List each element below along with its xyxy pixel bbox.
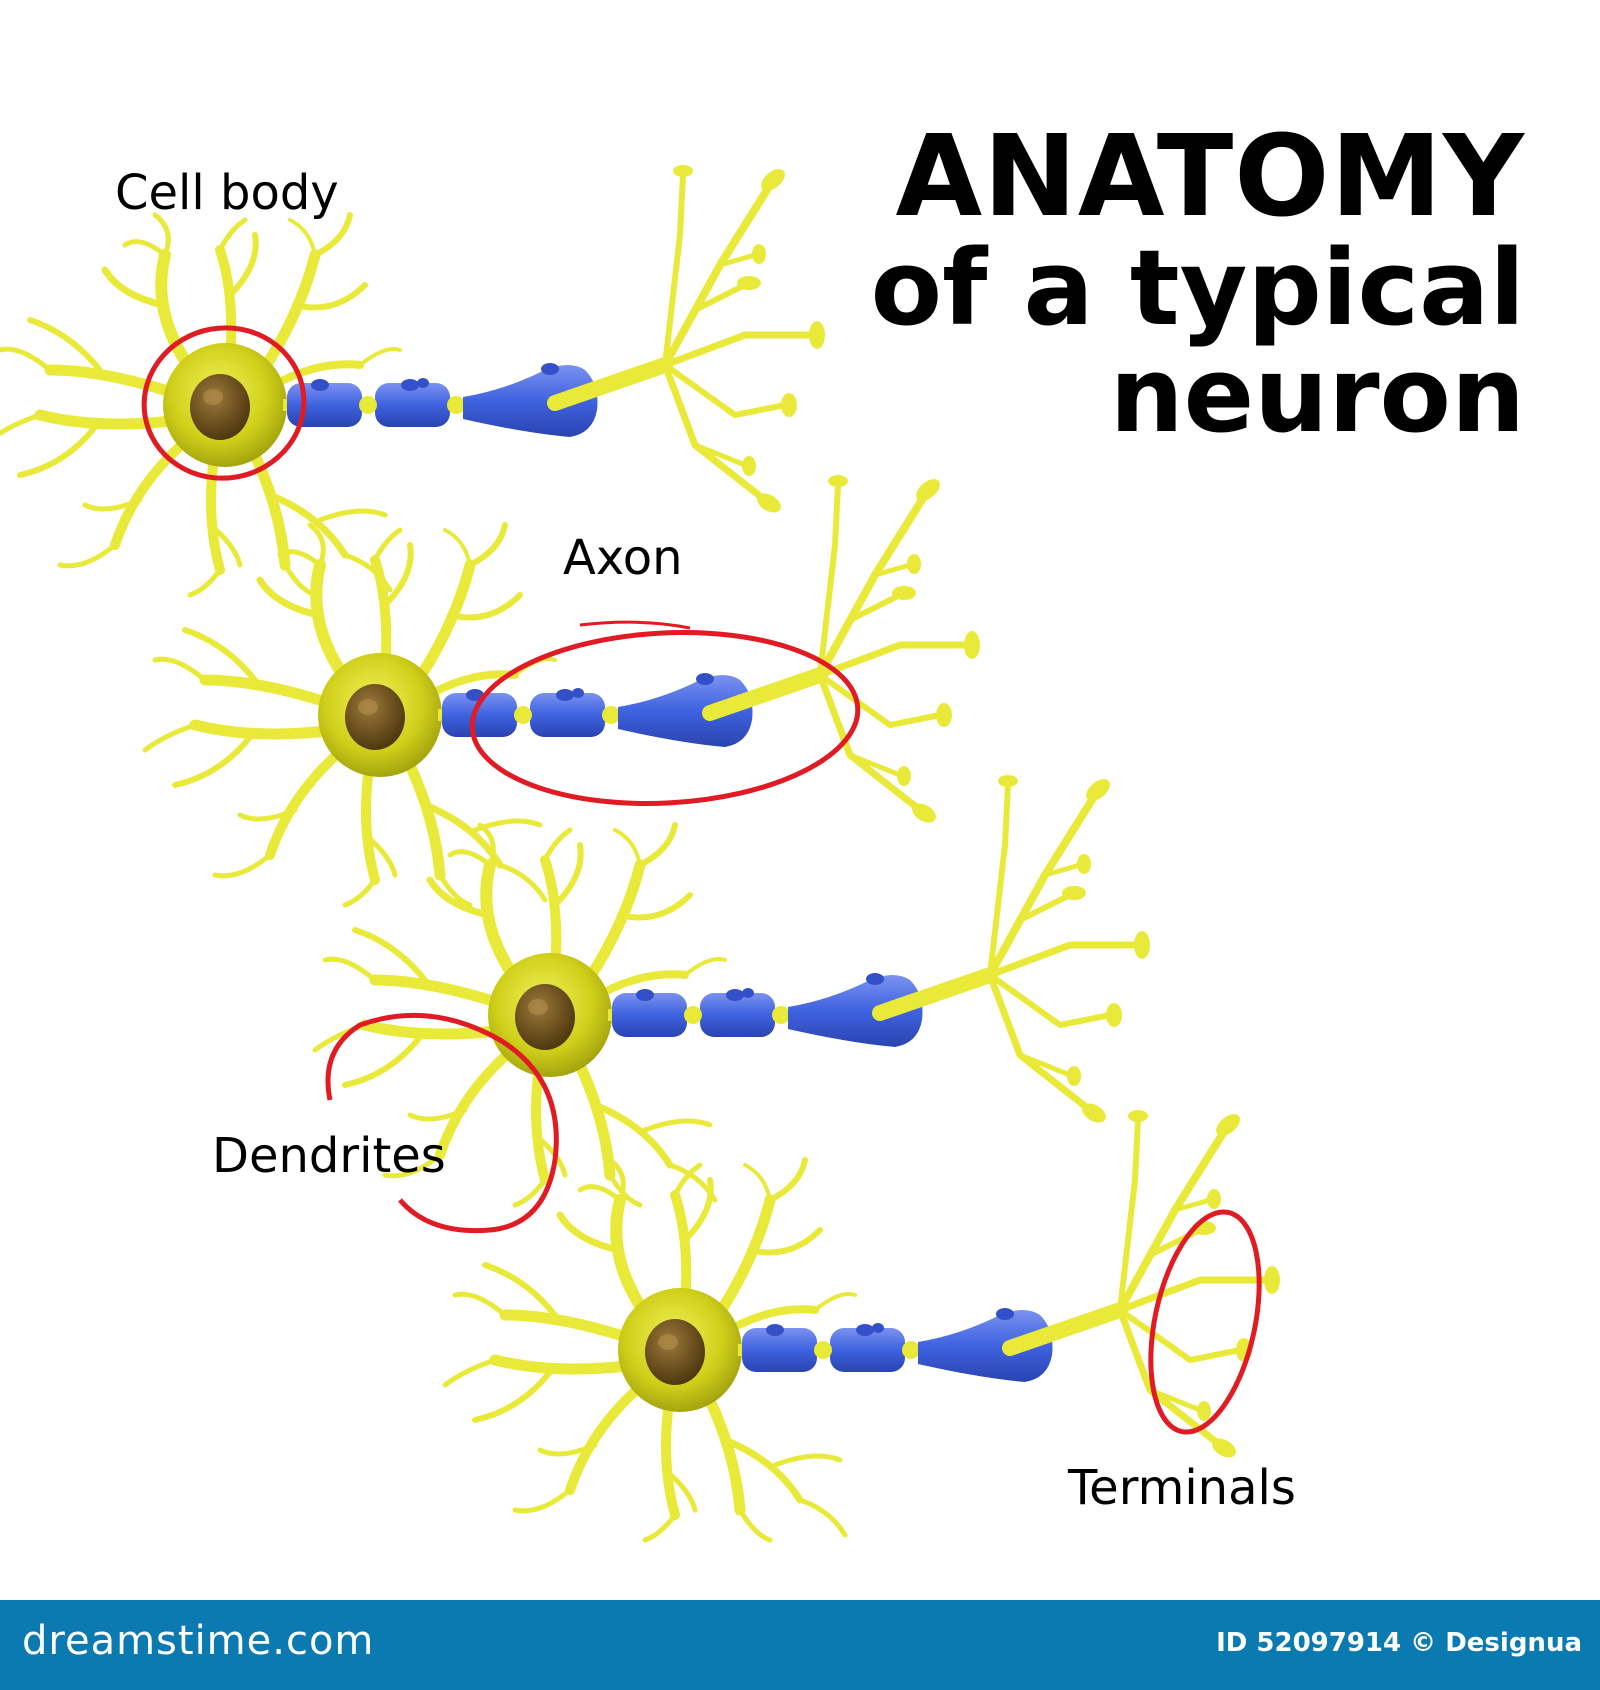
terminals-highlight bbox=[1148, 1209, 1262, 1435]
label-cell-body: Cell body bbox=[115, 165, 339, 221]
label-axon: Axon bbox=[563, 530, 683, 586]
footer-bar: dreamstime.com ID 52097914 © Designua bbox=[0, 1600, 1600, 1690]
dendrites-highlight bbox=[325, 1012, 559, 1234]
label-terminals: Terminals bbox=[1068, 1460, 1296, 1516]
title-line-3: neuron bbox=[1109, 334, 1525, 457]
neuron-diagram bbox=[0, 0, 1600, 1600]
axon-highlight bbox=[469, 630, 861, 806]
label-dendrites: Dendrites bbox=[212, 1128, 446, 1184]
page-title: ANATOMY of a typical neuron bbox=[870, 112, 1525, 457]
title-line-1: ANATOMY bbox=[895, 112, 1525, 242]
axon-highlight-stroke bbox=[579, 620, 691, 630]
title-line-2: of a typical bbox=[870, 227, 1525, 350]
cell-body-highlight bbox=[141, 325, 307, 481]
neuron-cell-body bbox=[0, 165, 825, 595]
footer-brand[interactable]: dreamstime.com bbox=[22, 1618, 375, 1664]
footer-credit: ID 52097914 © Designua bbox=[1216, 1628, 1582, 1658]
